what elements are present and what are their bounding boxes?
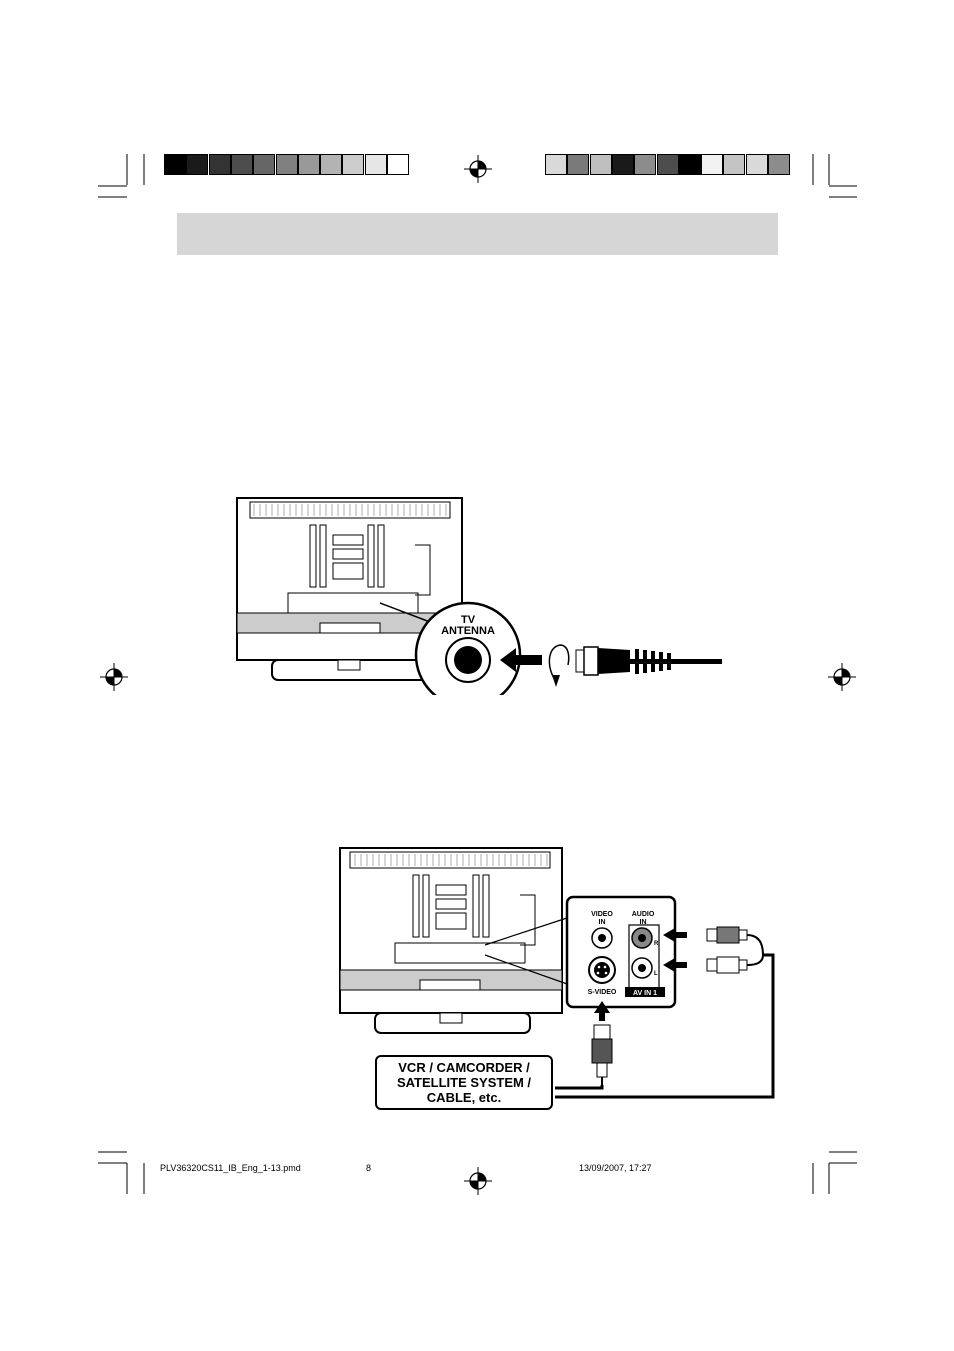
color-swatch xyxy=(253,154,276,175)
color-swatch xyxy=(164,154,186,175)
color-swatch xyxy=(701,154,724,175)
color-swatch xyxy=(745,154,768,175)
color-swatch xyxy=(678,154,701,175)
footer-datetime: 13/09/2007, 17:27 xyxy=(579,1163,652,1173)
callout-label-tv: TV xyxy=(461,614,476,626)
av-in-badge: AV IN 1 xyxy=(633,990,657,997)
audio-in-label: AUDIO xyxy=(632,911,655,918)
crosshair-circle-icon xyxy=(100,663,128,691)
svg-text:IN: IN xyxy=(599,919,606,926)
arrow-up-icon xyxy=(594,1001,610,1021)
color-swatch xyxy=(589,154,612,175)
color-swatch xyxy=(656,154,679,175)
color-swatch xyxy=(723,154,746,175)
source-line-3: CABLE, etc. xyxy=(426,1090,502,1105)
antenna-connection-diagram: TV ANTENNA xyxy=(236,497,722,695)
crosshair-circle-icon xyxy=(464,155,492,183)
color-swatch xyxy=(320,154,343,175)
color-swatch xyxy=(275,154,298,175)
svideo-plug-icon xyxy=(591,1024,613,1085)
tv-rear-illustration xyxy=(339,847,563,1034)
audio-l-label: L xyxy=(654,971,658,977)
rotate-arrow-icon xyxy=(548,644,570,681)
color-swatch xyxy=(545,154,567,175)
color-swatch xyxy=(186,154,209,175)
color-swatch xyxy=(364,154,387,175)
source-line-1: VCR / CAMCORDER / xyxy=(398,1060,530,1075)
color-swatch xyxy=(297,154,320,175)
av-connection-diagram: VIDEO IN AUDIO IN R L S-VIDEO AV IN 1 xyxy=(339,847,775,1099)
color-swatch xyxy=(634,154,657,175)
color-swatch xyxy=(387,154,409,175)
footer-filename: PLV36320CS11_IB_Eng_1-13.pmd xyxy=(160,1163,301,1173)
arrow-left-icon xyxy=(663,928,687,942)
insert-arrow-icon xyxy=(500,648,542,672)
source-line-2: SATELLITE SYSTEM / xyxy=(396,1075,532,1090)
svg-text:IN: IN xyxy=(640,919,647,926)
color-swatch xyxy=(342,154,365,175)
color-swatch xyxy=(768,154,790,175)
crosshair-circle-icon xyxy=(828,663,856,691)
color-swatch xyxy=(611,154,634,175)
source-device-box: VCR / CAMCORDER / SATELLITE SYSTEM / CAB… xyxy=(375,1055,553,1110)
color-swatch xyxy=(567,154,590,175)
coax-plug-icon xyxy=(575,646,722,676)
callout-label-antenna: ANTENNA xyxy=(441,625,495,637)
footer-page-number: 8 xyxy=(366,1163,372,1173)
audio-r-label: R xyxy=(654,941,659,947)
crosshair-circle-icon xyxy=(464,1167,492,1195)
rca-plug-red-icon xyxy=(706,926,748,944)
color-swatch xyxy=(208,154,231,175)
section-header-band xyxy=(177,213,778,255)
arrow-left-icon xyxy=(663,958,687,972)
svideo-label: S-VIDEO xyxy=(588,989,617,996)
video-in-label: VIDEO xyxy=(591,911,613,918)
rca-plug-white-icon xyxy=(706,956,748,974)
color-swatch xyxy=(230,154,253,175)
